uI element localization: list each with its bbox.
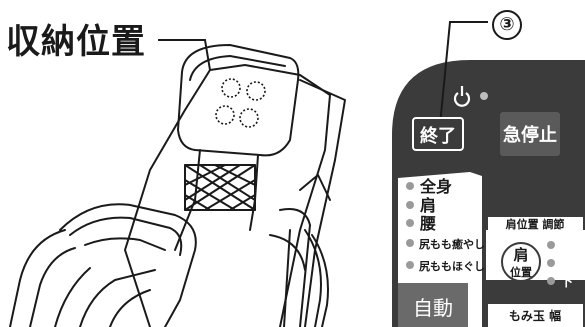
power-led: [480, 92, 488, 100]
emergency-stop-label[interactable]: 急停止: [503, 124, 557, 146]
shoulder-position-button: [501, 242, 541, 282]
headrest: [177, 44, 300, 157]
auto-button-label[interactable]: 自動: [413, 296, 453, 320]
callout-number: ③: [492, 10, 522, 40]
auto-button: [398, 283, 468, 327]
massage-ball-3: [215, 105, 235, 125]
shoulder-adjust-title: 肩位置 調節: [506, 217, 565, 231]
down-label: 下: [560, 275, 573, 290]
course-1: 肩: [420, 196, 436, 215]
course-2: 腰: [420, 214, 436, 233]
power-icon: [453, 86, 471, 107]
massage-ball-4: [239, 108, 259, 128]
massage-ball-1: [221, 78, 241, 98]
stop-button-label[interactable]: 終了: [420, 125, 456, 147]
stop-button: [412, 117, 464, 151]
course-4: 尻ももほぐし: [419, 260, 485, 273]
course-3: 尻もも癒やし: [419, 237, 485, 251]
shoulder-button-line1[interactable]: 肩: [513, 246, 528, 264]
emergency-stop-button: [500, 112, 560, 156]
ball-width-label: もみ玉 幅: [509, 308, 561, 323]
shoulder-button-line2[interactable]: 位置: [510, 265, 532, 279]
course-0: 全身: [419, 177, 452, 196]
massage-ball-2: [246, 81, 266, 101]
storage-position-label: 収納位置: [6, 22, 146, 62]
up-label: 上: [560, 239, 573, 254]
